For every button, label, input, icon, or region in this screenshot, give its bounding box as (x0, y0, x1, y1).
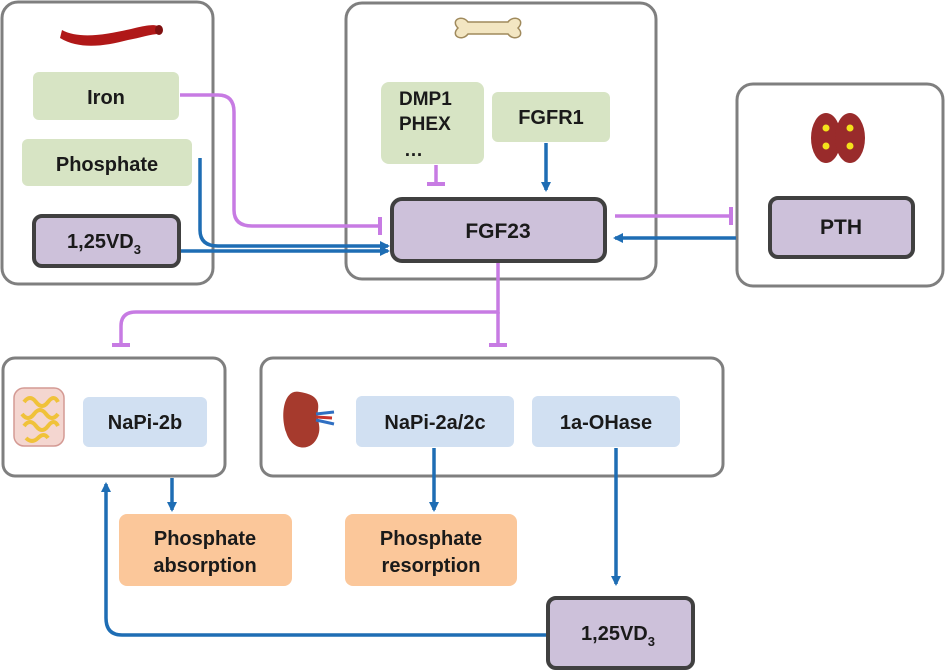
blood-vessel-icon (60, 25, 163, 46)
vd3-top-node: 1,25VD3 (32, 214, 181, 268)
pth-label: PTH (820, 216, 862, 239)
fgf23-label: FGF23 (465, 220, 530, 243)
intestine-icon (13, 387, 65, 447)
fgf23-inhibits-napi2b (112, 262, 500, 347)
fgfr1-node: FGFR1 (492, 92, 610, 142)
napi2a2c-node: NaPi-2a/2c (356, 396, 514, 447)
phosphate-resorption-node: Phosphate resorption (345, 514, 517, 586)
ellipsis-label: … (404, 140, 423, 161)
absorption-line1: Phosphate (154, 528, 256, 550)
ohase-node: 1a-OHase (532, 396, 680, 447)
fgfr1-label: FGFR1 (518, 107, 584, 129)
vd3-bottom-node: 1,25VD3 (546, 596, 695, 670)
dmp1-phex-node: DMP1 PHEX … (381, 82, 484, 164)
fgf23-node: FGF23 (390, 197, 607, 263)
kidney-icon (283, 391, 335, 448)
dmp1-label: DMP1 (399, 89, 452, 110)
bone-icon (454, 17, 522, 39)
iron-node: Iron (33, 72, 179, 120)
resorption-line1: Phosphate (380, 528, 482, 550)
vd3-bottom-label: 1,25VD3 (581, 623, 655, 649)
parathyroid-icon (811, 113, 865, 163)
napi2a2c-label: NaPi-2a/2c (384, 412, 485, 434)
iron-inhibits-fgf23 (180, 93, 382, 235)
pth-node: PTH (768, 196, 915, 259)
iron-label: Iron (87, 87, 125, 109)
phosphate-node: Phosphate (22, 139, 192, 186)
resorption-line2: resorption (382, 555, 481, 577)
absorption-line2: absorption (153, 555, 256, 577)
vd3-feedback-to-intestine (101, 482, 546, 637)
phosphate-stimulates-fgf23 (198, 158, 390, 251)
napi2b-node: NaPi-2b (83, 397, 207, 447)
phosphate-label: Phosphate (56, 154, 158, 176)
phosphate-absorption-node: Phosphate absorption (119, 514, 292, 586)
ohase-label: 1a-OHase (560, 412, 652, 434)
vd3-top-label: 1,25VD3 (67, 231, 141, 257)
phex-label: PHEX (399, 114, 451, 135)
napi2b-label: NaPi-2b (108, 412, 182, 434)
